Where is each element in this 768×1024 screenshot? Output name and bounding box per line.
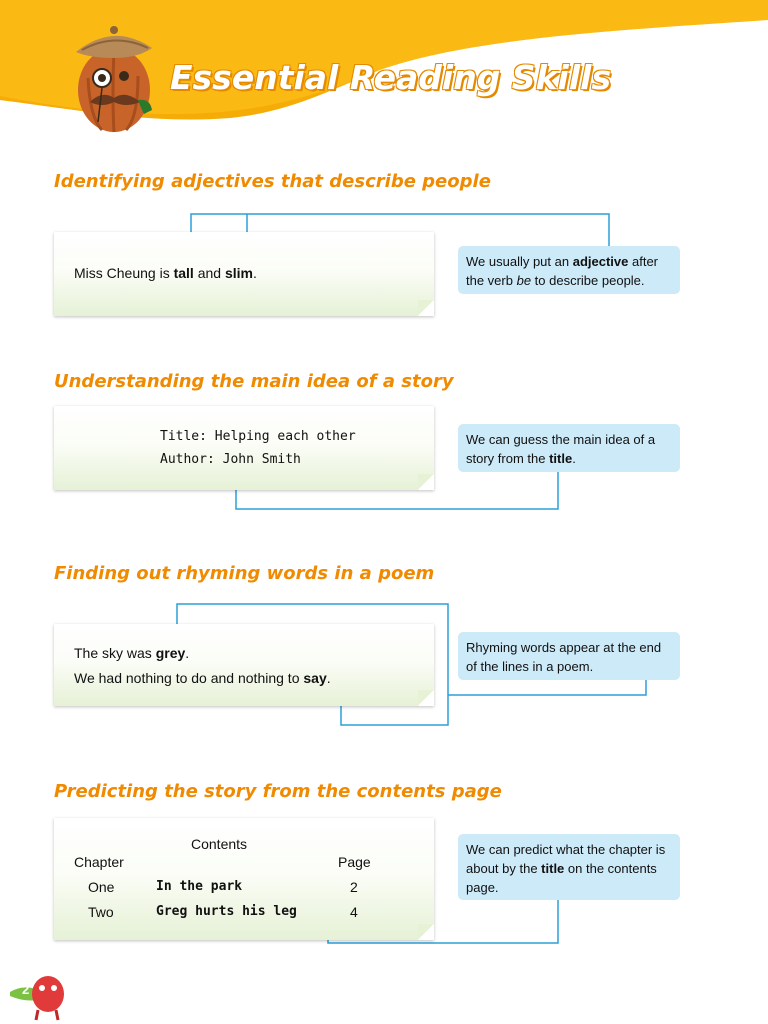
poem-text: .	[326, 670, 331, 686]
example-card-adjectives: Miss Cheung is tall and slim.	[54, 232, 434, 316]
poem-text: The sky was	[74, 645, 156, 661]
tip-text: .	[572, 451, 576, 466]
chapter-title: Greg hurts his leg	[156, 904, 297, 919]
section-heading-adjectives: Identifying adjectives that describe peo…	[54, 171, 491, 192]
section-heading-rhyming: Finding out rhyming words in a poem	[54, 563, 435, 584]
poem-line-1: The sky was grey.	[74, 645, 189, 661]
page-number: 2	[22, 982, 30, 997]
page-number-mascot-icon	[10, 976, 64, 1021]
example-card-poem: The sky was grey. We had nothing to do a…	[54, 624, 434, 706]
adjective-word: slim	[224, 265, 253, 281]
rhyming-word: grey	[155, 645, 186, 661]
section-heading-contents: Predicting the story from the contents p…	[54, 781, 502, 802]
tip-keyword: title	[541, 861, 565, 876]
sentence-text: and	[193, 265, 225, 281]
tip-text: We can guess the main idea of a story fr…	[466, 432, 656, 466]
tip-box-contents: We can predict what the chapter is about…	[458, 834, 680, 900]
sentence-text: .	[252, 265, 257, 281]
story-author-line: Author: John Smith	[160, 452, 301, 467]
tip-text: We can predict what the chapter is about…	[466, 842, 666, 876]
chapter-title: In the park	[156, 879, 243, 894]
page-title: Essential Reading Skills	[170, 58, 612, 97]
rhyming-word: say	[303, 670, 327, 686]
chapter-page: 2	[350, 879, 358, 895]
tip-box-adjectives: We usually put an adjective after the ve…	[458, 246, 680, 294]
example-card-contents: Contents Chapter Page One In the park 2 …	[54, 818, 434, 940]
tip-text: Rhyming words appear at the end of the l…	[466, 640, 662, 674]
page-column-header: Page	[338, 854, 371, 870]
poem-text: We had nothing to do and nothing to	[74, 670, 304, 686]
chapter-number: Two	[88, 904, 114, 920]
tip-box-rhyming: Rhyming words appear at the end of the l…	[458, 632, 680, 680]
chapter-number: One	[88, 879, 115, 895]
header-banner	[0, 0, 768, 120]
tip-text: after the verb	[466, 254, 658, 288]
chapter-column-header: Chapter	[74, 854, 124, 870]
tip-text: on the contents page.	[466, 861, 657, 895]
chapter-page: 4	[350, 904, 358, 920]
tip-text: We usually put an	[466, 254, 573, 269]
contents-heading: Contents	[191, 836, 248, 852]
story-title-line: Title: Helping each other	[160, 429, 356, 444]
section-heading-main-idea: Understanding the main idea of a story	[54, 371, 454, 392]
poem-text: .	[185, 645, 190, 661]
detective-mascot-icon	[76, 26, 152, 133]
tip-italic: be	[516, 273, 532, 288]
tip-box-main-idea: We can guess the main idea of a story fr…	[458, 424, 680, 472]
tip-keyword: title	[549, 451, 573, 466]
sentence-text: Miss Cheung is	[74, 265, 174, 281]
example-sentence: Miss Cheung is tall and slim.	[74, 265, 257, 281]
adjective-word: tall	[173, 265, 194, 281]
poem-line-2: We had nothing to do and nothing to say.	[74, 670, 331, 686]
example-card-main-idea: Title: Helping each other Author: John S…	[54, 406, 434, 490]
tip-keyword: adjective	[572, 254, 629, 269]
tip-text: to describe people.	[531, 273, 645, 288]
